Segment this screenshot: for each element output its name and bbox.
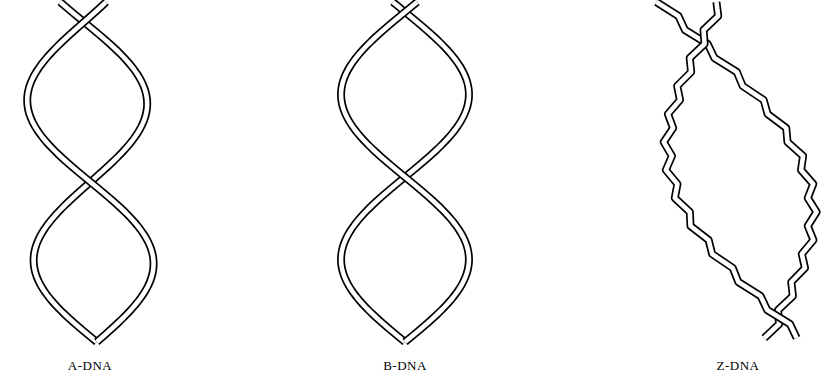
b-dna-helix xyxy=(341,2,469,342)
strand-fill xyxy=(341,2,469,342)
strand-fill xyxy=(341,2,469,342)
structure-label: Z-DNA xyxy=(717,358,760,374)
strand-outline xyxy=(341,2,469,342)
structure-label: A-DNA xyxy=(68,358,112,374)
strand-fill xyxy=(664,2,797,338)
strand-outline xyxy=(656,2,816,338)
strand-fill xyxy=(656,2,816,338)
strand-fill xyxy=(27,2,153,342)
strand-outline xyxy=(664,2,797,338)
z-dna-helix xyxy=(656,2,816,338)
strand-outline xyxy=(341,2,469,342)
structure-label: B-DNA xyxy=(383,358,427,374)
strand-outline xyxy=(27,2,153,342)
a-dna-helix xyxy=(27,2,153,342)
